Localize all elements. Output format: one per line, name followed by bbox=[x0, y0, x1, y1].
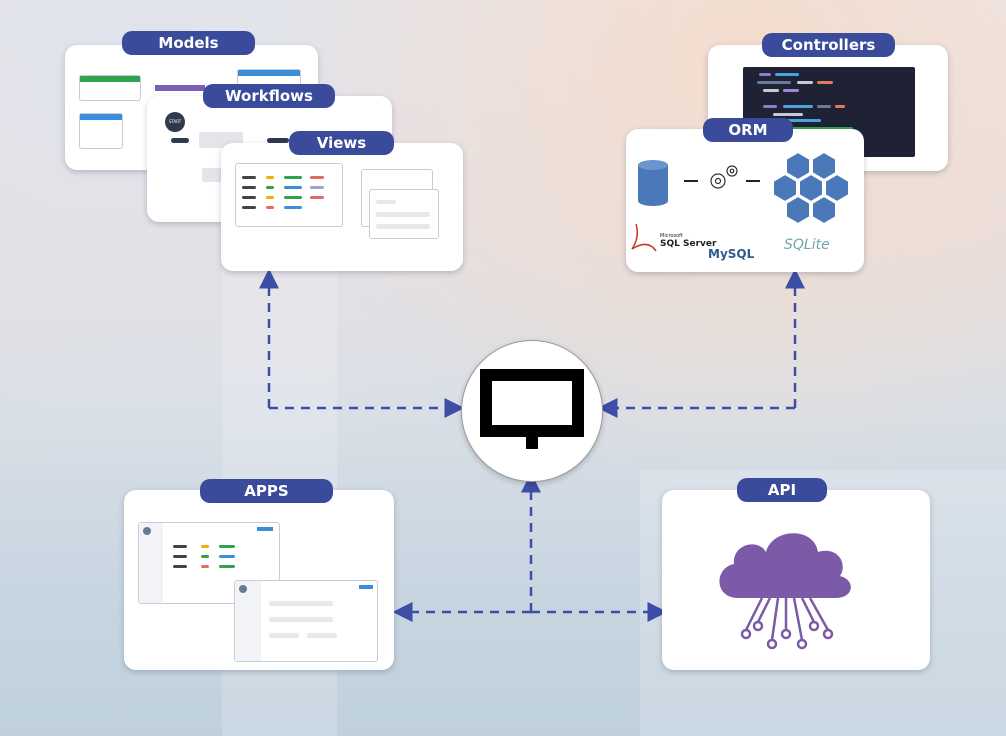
logo-icon bbox=[480, 369, 584, 449]
sqlserver-logo-top: Microsoft bbox=[660, 233, 683, 239]
apps-card[interactable] bbox=[124, 490, 394, 670]
views-card[interactable] bbox=[221, 143, 463, 271]
orm-illustration bbox=[631, 150, 850, 252]
workflows-label: Workflows bbox=[203, 84, 335, 108]
views-label: Views bbox=[289, 131, 394, 155]
cloud-icon bbox=[719, 533, 851, 650]
apps-label: APPS bbox=[200, 479, 333, 503]
api-label: API bbox=[737, 478, 827, 502]
gear-icon bbox=[710, 165, 738, 189]
controllers-label: Controllers bbox=[762, 33, 895, 57]
central-hub[interactable] bbox=[461, 340, 603, 482]
sqlserver-logo: SQL Server bbox=[660, 239, 717, 249]
mysql-logo: MySQL bbox=[708, 247, 755, 261]
views-table-preview bbox=[235, 163, 343, 227]
database-icon bbox=[638, 160, 668, 206]
hexagon-cluster-icon bbox=[772, 150, 850, 226]
views-form-preview bbox=[369, 189, 439, 239]
models-label: Models bbox=[122, 31, 255, 55]
sqlite-logo: SQLite bbox=[784, 237, 830, 253]
api-card[interactable] bbox=[662, 490, 930, 670]
workflow-start-node: START bbox=[165, 112, 185, 132]
app-form-preview bbox=[234, 580, 378, 662]
orm-label: ORM bbox=[703, 118, 793, 142]
orm-card[interactable]: Microsoft SQL Server MySQL SQLite bbox=[626, 129, 864, 272]
